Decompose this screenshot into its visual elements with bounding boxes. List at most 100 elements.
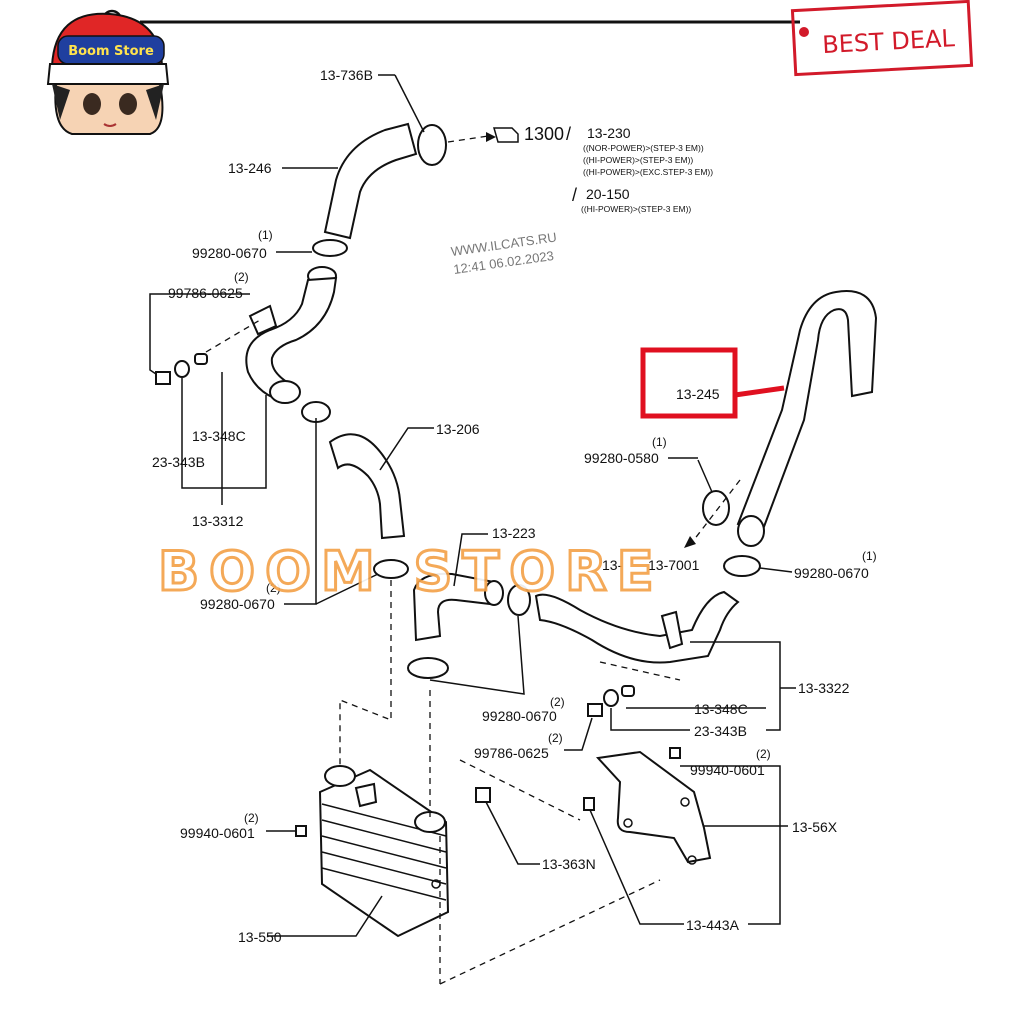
dashed-line: [599, 661, 681, 681]
clamp-99280-0670: [723, 555, 761, 577]
pointing-hand-icon: [493, 127, 519, 143]
leader: [181, 378, 267, 489]
label-13-223: 13-223: [492, 525, 536, 541]
label-13-443A: 13-443A: [686, 917, 740, 933]
dashed-line: [447, 135, 489, 143]
bushing-13-348C: [621, 685, 635, 697]
hose-13-206: [328, 433, 406, 540]
hose-end: [737, 515, 765, 547]
nut-99940-0601: [669, 747, 681, 759]
washer-23-343B: [174, 360, 190, 378]
leader: [690, 641, 781, 731]
slash: /: [566, 124, 571, 144]
store-watermark: BOOM STORE: [158, 540, 664, 603]
dashed-line: [689, 479, 741, 546]
label-99786-0625: 99786-0625: [474, 745, 549, 761]
highlight-line: [734, 385, 785, 398]
note: ((HI-POWER)>(STEP-3 EM)): [581, 204, 691, 214]
face-icon: [54, 83, 164, 135]
washer-23-343B: [603, 689, 619, 707]
reference-callout: 1300 / 13-230 ((NOR-POWER)>(STEP-3 EM)) …: [493, 124, 713, 214]
qty: (2): [266, 581, 281, 595]
arrow-icon: [486, 132, 496, 142]
label-99280-0580: 99280-0580: [584, 450, 659, 466]
highlight-box: [640, 347, 738, 419]
label-99940-0601: 99940-0601: [690, 762, 765, 778]
label-23-343B: 23-343B: [152, 454, 205, 470]
best-deal-text: BEST DEAL: [822, 24, 956, 59]
hole-icon: [680, 797, 690, 807]
slash: /: [572, 185, 577, 205]
grommet-13-363N: [475, 787, 491, 803]
bolt-99786-0625: [587, 703, 603, 717]
leader: [268, 895, 383, 937]
leader: [759, 567, 793, 573]
dashed-line: [459, 759, 581, 821]
bracket: [660, 610, 684, 650]
dot-icon: [799, 27, 809, 37]
bolt-99786-0625: [155, 371, 171, 385]
qty: (2): [234, 270, 249, 284]
best-deal-badge: BEST DEAL: [790, 0, 974, 77]
qty: (2): [550, 695, 565, 709]
hose-end: [484, 580, 504, 606]
leader: [485, 801, 540, 865]
hose-13-223: [412, 572, 496, 642]
bushing-13-348C: [194, 353, 208, 365]
mouth-icon: [103, 123, 117, 127]
label-99786-0625: 99786-0625: [168, 285, 243, 301]
label-13-245: 13-245: [676, 386, 720, 402]
eye-icon: [83, 93, 101, 115]
ref-20-150: 20-150: [586, 186, 630, 202]
leader: [589, 809, 684, 925]
leader: [149, 293, 250, 375]
leader: [610, 708, 690, 731]
leader: [315, 573, 379, 605]
label-13-206: 13-206: [436, 421, 480, 437]
clamp-99280-0670: [507, 584, 531, 616]
label-99280-0670: 99280-0670: [482, 708, 557, 724]
label-13-3312: 13-3312: [192, 513, 244, 529]
arrow-icon: [684, 536, 696, 548]
label-13-550: 13-550: [238, 929, 282, 945]
store-logo: Boom Store: [46, 9, 170, 135]
qty: (1): [258, 228, 273, 242]
note: ((HI-POWER)>(EXC.STEP-3 EM)): [583, 167, 713, 177]
logo-text: Boom Store: [68, 44, 154, 59]
label-99280-0670: 99280-0670: [794, 565, 869, 581]
label-99940-0601: 99940-0601: [180, 825, 255, 841]
label-13-246: 13-246: [228, 160, 272, 176]
hose-end: [269, 380, 301, 404]
ref-13-230: 13-230: [587, 125, 631, 141]
hole-icon: [623, 818, 633, 828]
site-watermark: WWW.ILCATS.RU 12:41 06.02.2023: [450, 229, 558, 277]
cap-visor: [46, 63, 170, 85]
leader: [429, 615, 525, 695]
label-13-56X: 13-56X: [792, 819, 838, 835]
leader: [564, 717, 593, 751]
clamp-99280-0670: [407, 657, 449, 679]
label-13-7001: 13-7001: [648, 557, 700, 573]
label-13-736B: 13-736B: [320, 67, 373, 83]
clamp-13-736B: [417, 124, 447, 166]
dashed-line: [439, 879, 661, 985]
leader: [680, 765, 781, 925]
label-99280-0670: 99280-0670: [192, 245, 267, 261]
leader: [394, 74, 425, 133]
label-99280-0670: 99280-0670: [200, 596, 275, 612]
leader: [453, 533, 488, 587]
nut-99940-0601: [295, 825, 307, 837]
qty: (2): [548, 731, 563, 745]
hose-13-7001: [534, 590, 740, 664]
hose-elbow-left: [245, 276, 338, 400]
ref-1300: 1300: [524, 124, 564, 144]
leader: [379, 427, 434, 471]
qty: (2): [756, 747, 771, 761]
note: ((HI-POWER)>(STEP-3 EM)): [583, 155, 693, 165]
bolt-13-443A: [583, 797, 595, 811]
hose-13-245: [736, 290, 878, 534]
clamp-99280-0670: [373, 559, 409, 579]
leader: [697, 459, 713, 493]
dashed-line: [339, 580, 392, 800]
